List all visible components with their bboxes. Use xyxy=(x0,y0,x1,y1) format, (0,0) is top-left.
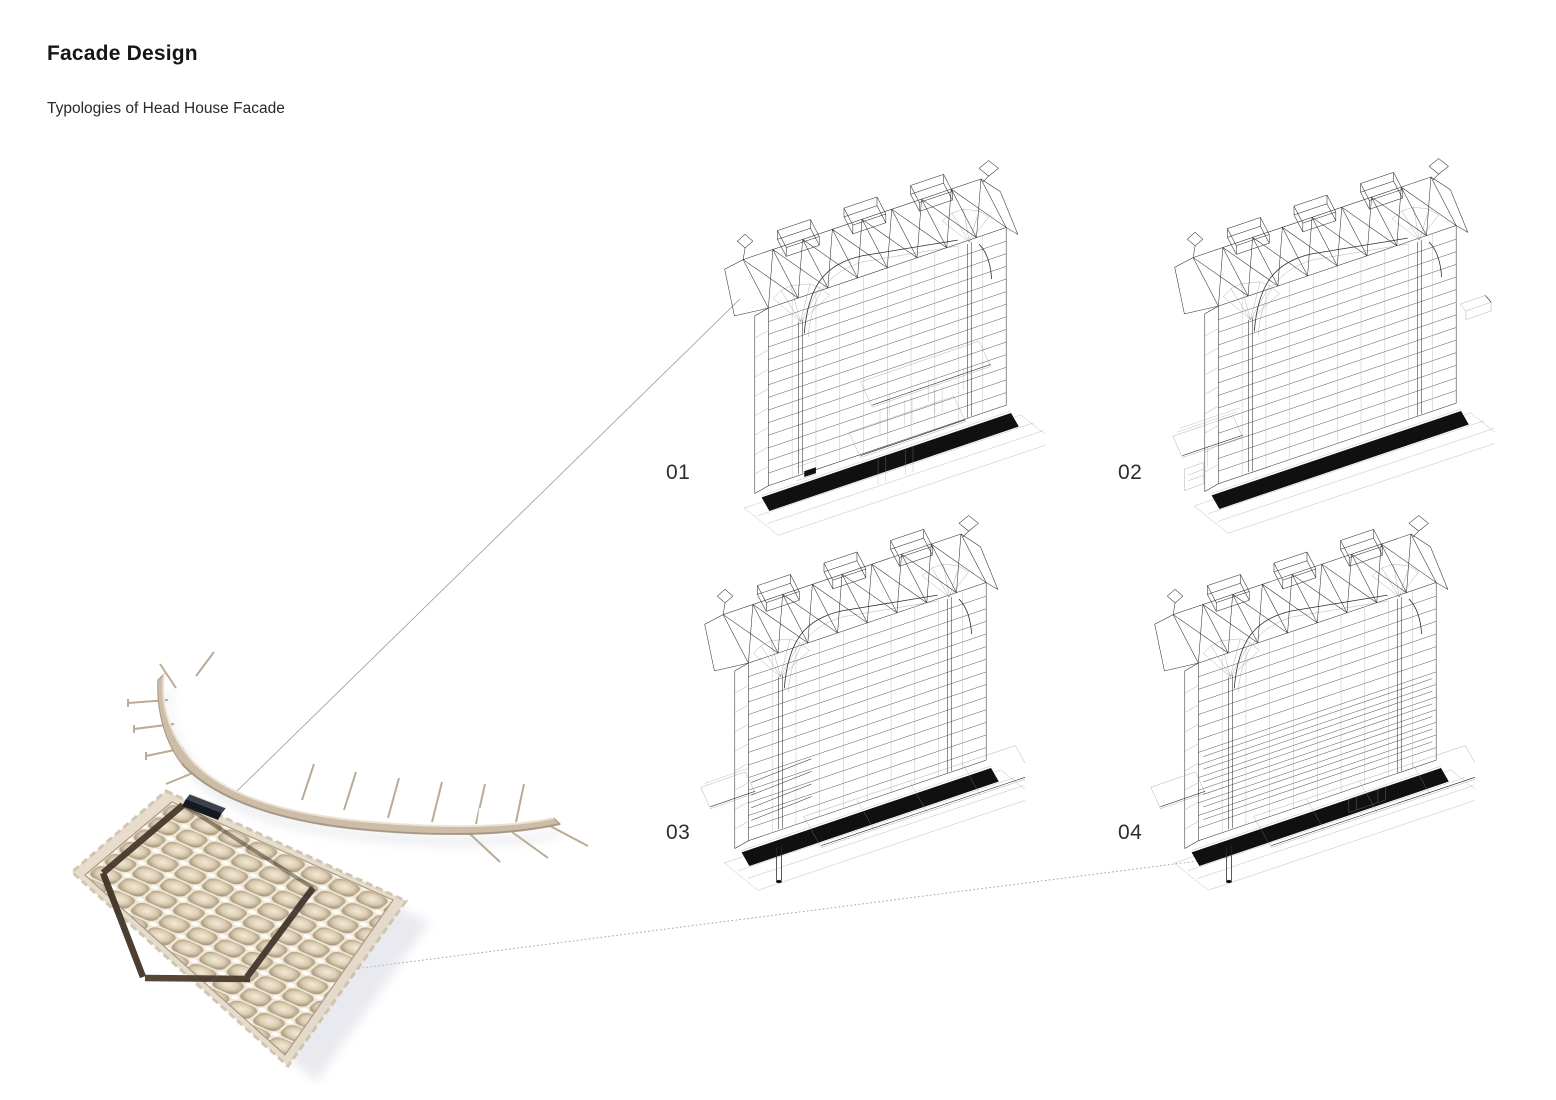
typology-label-01: 01 xyxy=(666,461,691,484)
pillow-roof xyxy=(69,789,409,1069)
page-subtitle: Typologies of Head House Facade xyxy=(47,100,285,117)
facade-axonometric-drawing-03 xyxy=(695,505,1025,895)
typology-label-04: 04 xyxy=(1118,821,1143,844)
entrance-box xyxy=(182,793,227,820)
facade-axonometric-drawing-02 xyxy=(1165,148,1495,538)
canopy-masts xyxy=(127,651,589,863)
facade-axonometric-drawing-01 xyxy=(715,150,1045,540)
site-model-rendering xyxy=(40,645,600,1085)
canopy-under-edge xyxy=(181,763,561,835)
canopy-top-highlight xyxy=(162,673,555,828)
typology-label-02: 02 xyxy=(1118,461,1143,484)
canopy-seams xyxy=(171,701,526,825)
header: Facade Design Typologies of Head House F… xyxy=(47,42,285,118)
roof-pillow-field xyxy=(84,801,394,1056)
curved-canopy xyxy=(127,651,589,863)
hall-wall-band xyxy=(99,802,316,983)
typology-label-03: 03 xyxy=(666,821,691,844)
page-title: Facade Design xyxy=(47,42,198,65)
facade-axonometric-drawing-04 xyxy=(1145,505,1475,895)
